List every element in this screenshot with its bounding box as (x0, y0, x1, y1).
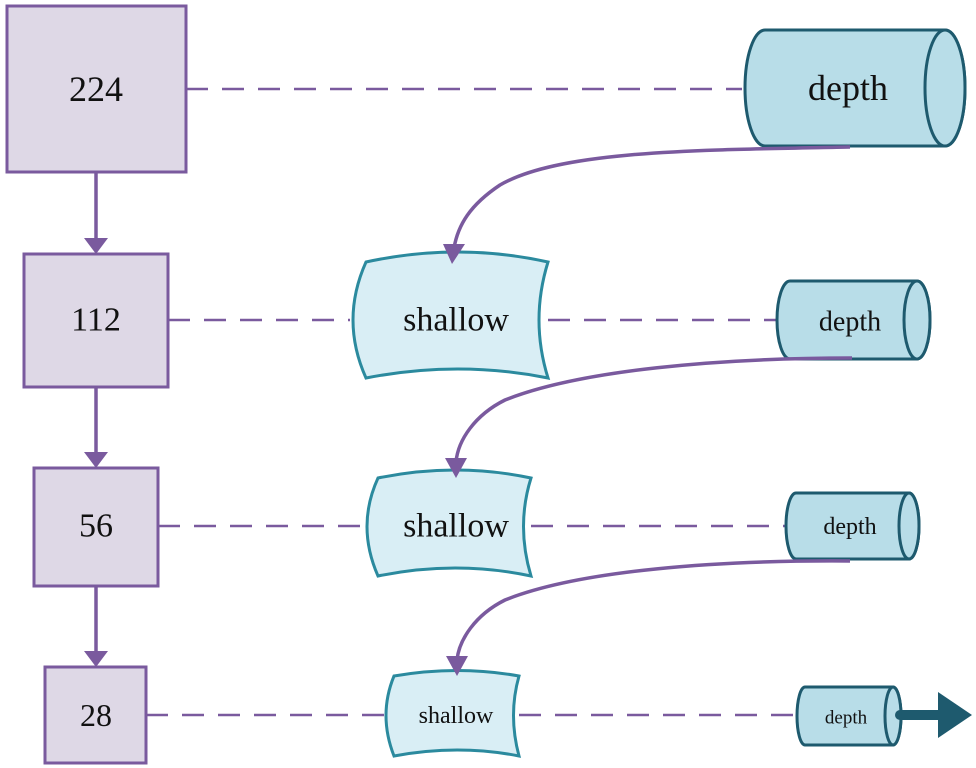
resolution-boxes: 224 112 56 28 (5, 4, 188, 765)
depth-node-28: depth (795, 685, 903, 747)
output-arrow (895, 692, 972, 738)
curve-depth112-to-shallow56 (454, 356, 853, 463)
resolution-down-arrows (84, 172, 108, 667)
depth-nodes: depth depth depth depth (743, 28, 967, 747)
depth-label-112: depth (819, 307, 881, 338)
depth-label-28: depth (825, 708, 868, 729)
curve-depth56-to-shallow28 (455, 559, 851, 661)
resolution-label-56: 56 (79, 508, 113, 545)
depth-node-56: depth (784, 491, 921, 561)
dashed-connectors (146, 87, 800, 717)
output-arrowhead (938, 692, 972, 738)
resolution-box-224: 224 (5, 4, 188, 174)
shallow-label-112: shallow (403, 302, 509, 339)
resolution-label-112: 112 (71, 302, 121, 339)
curve-arrowhead-2 (445, 458, 467, 478)
resolution-box-56: 56 (32, 466, 160, 588)
feedback-curves (443, 145, 853, 676)
depth-node-112: depth (775, 279, 932, 361)
depth-label-224: depth (808, 68, 888, 108)
curve-depth224-to-shallow112 (452, 145, 851, 249)
depth-label-56: depth (823, 514, 876, 540)
curve-arrowhead-3 (446, 656, 468, 676)
shallow-label-28: shallow (419, 703, 494, 729)
down-arrowhead-112-56 (84, 452, 108, 468)
resolution-box-28: 28 (43, 665, 148, 765)
curve-arrowhead-1 (443, 244, 465, 264)
shallow-label-56: shallow (403, 508, 509, 545)
shallow-node-112: shallow (351, 250, 551, 380)
shallow-node-56: shallow (365, 468, 534, 578)
resolution-label-28: 28 (80, 697, 112, 733)
resolution-label-224: 224 (69, 69, 123, 109)
depth-node-224: depth (743, 28, 967, 148)
shallow-node-28: shallow (384, 669, 522, 758)
down-arrowhead-224-112 (84, 238, 108, 254)
resolution-box-112: 112 (22, 252, 170, 389)
down-arrowhead-56-28 (84, 651, 108, 667)
shallow-nodes: shallow shallow shallow (351, 250, 551, 758)
